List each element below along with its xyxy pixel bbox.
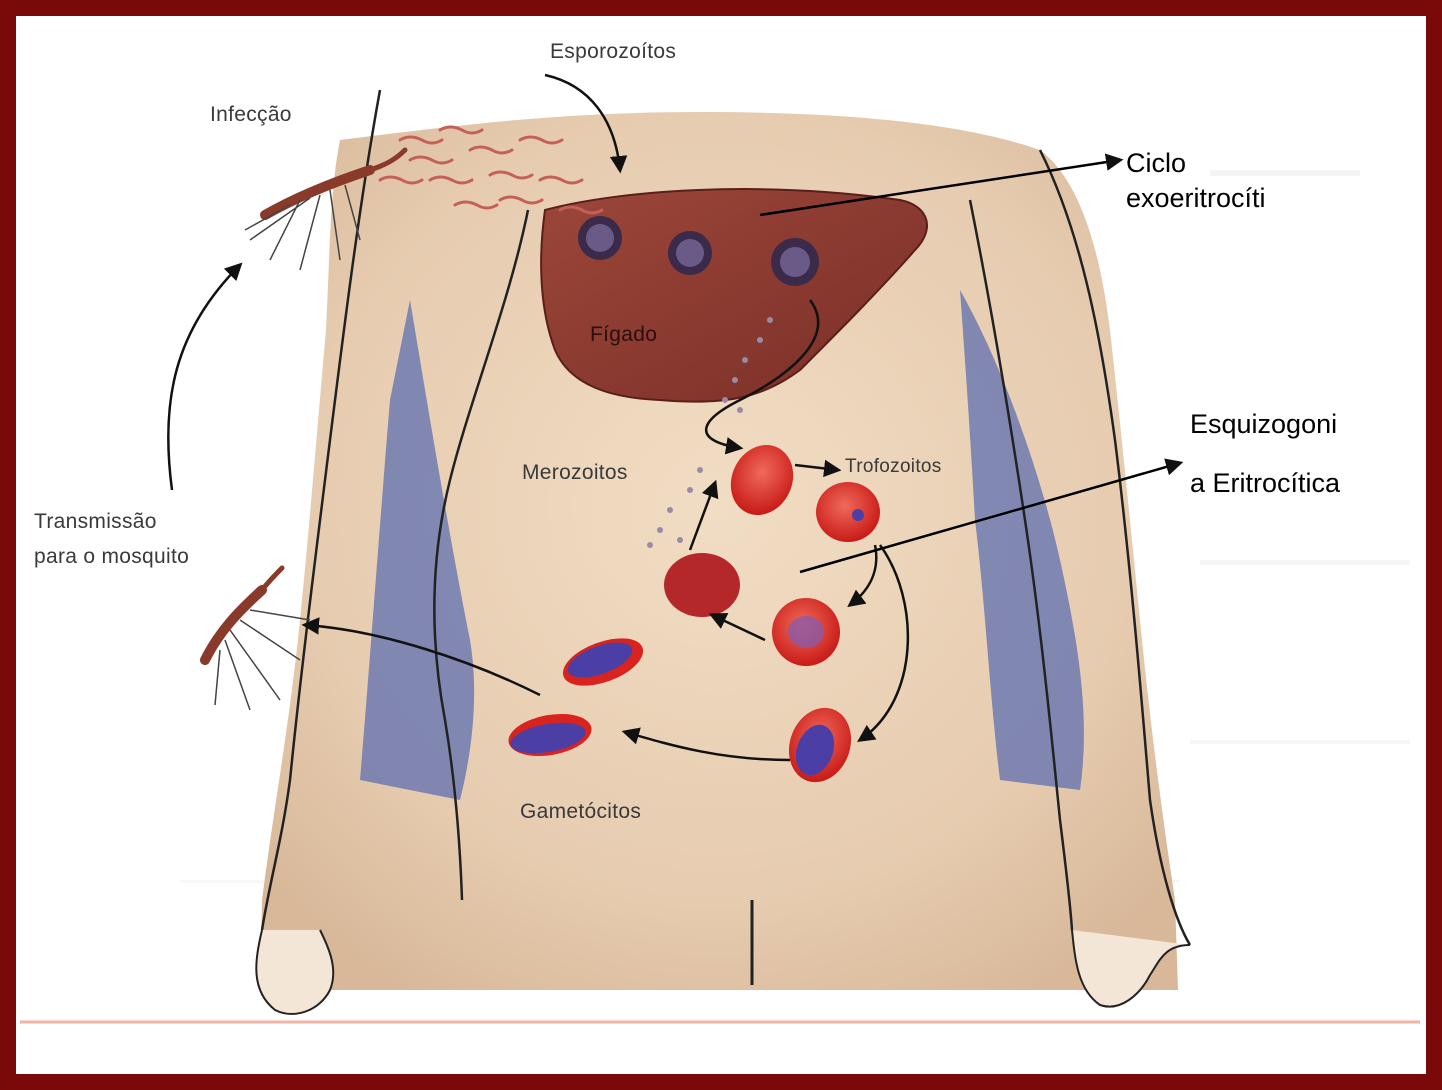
label-liver: Fígado bbox=[590, 323, 657, 347]
label-merozoites: Merozoitos bbox=[522, 461, 628, 485]
annotation-exo-line2: exoeritrocíti bbox=[1126, 181, 1266, 216]
rbc-ruptured bbox=[664, 553, 740, 617]
annotation-eritro-line1: Esquizogoni bbox=[1190, 407, 1337, 442]
label-transmission-line1: Transmissão bbox=[34, 510, 157, 534]
label-gametocytes: Gametócitos bbox=[520, 800, 641, 824]
label-infection: Infecção bbox=[210, 103, 292, 127]
arrow-mosquito-to-infection bbox=[168, 265, 240, 490]
rbc-trophozoite bbox=[816, 482, 880, 542]
label-trophozoites: Trofozoitos bbox=[845, 456, 942, 478]
label-transmission-line2: para o mosquito bbox=[34, 545, 189, 569]
label-sporozoites: Esporozoítos bbox=[550, 40, 676, 64]
left-hand bbox=[256, 930, 333, 1014]
annotation-eritro-line2: a Eritrocítica bbox=[1190, 466, 1340, 501]
annotation-exo-line1: Ciclo bbox=[1126, 146, 1186, 181]
